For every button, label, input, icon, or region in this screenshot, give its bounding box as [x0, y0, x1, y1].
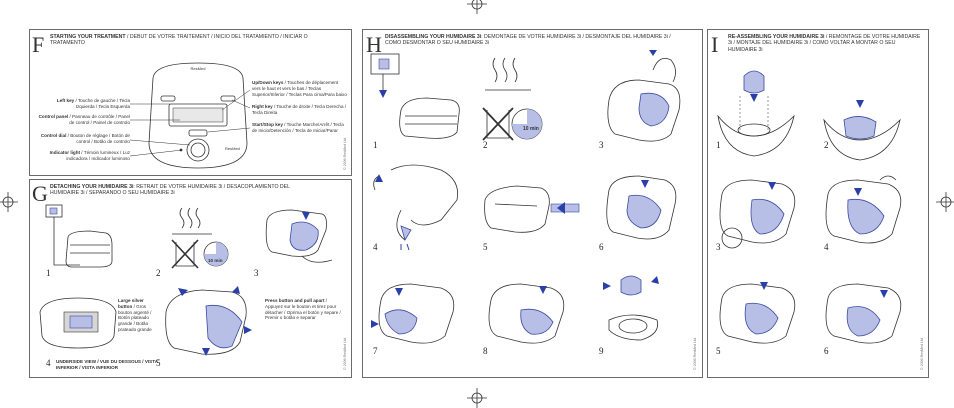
step-number: 1: [373, 140, 378, 150]
step-illustration-close-lid: [719, 282, 796, 344]
label-left-key: Left key / Touche de gauche / Tecla Izqu…: [56, 98, 130, 109]
step-illustration-remove: [265, 209, 333, 263]
step-number: 1: [716, 140, 721, 150]
label-large-silver-button: Large silver button / Gros bouton argent…: [118, 298, 152, 332]
step-number: 3: [599, 140, 604, 150]
step-number: 6: [824, 346, 829, 356]
label-control-panel: Control panel / Panneau de contrôle / Pa…: [38, 114, 130, 125]
step-number: 5: [156, 358, 161, 368]
step-illustration-components: [603, 275, 659, 341]
step-number: 6: [599, 242, 604, 252]
panel-letter: F: [32, 32, 45, 57]
copyright-side-text: © 2006 ResMed Ltd.: [343, 336, 347, 370]
step-illustration-insert-chamber: [719, 179, 796, 249]
step-number: 4: [373, 242, 378, 252]
label-press-button-pull-apart: Press button and pull apart / Appuyez su…: [265, 298, 341, 321]
step-illustration-empty-water: [373, 164, 459, 251]
panel-f: F STARTING YOUR TREATMENT / DEBUT DE VOT…: [29, 29, 352, 176]
registration-mark-bottom: [467, 388, 487, 408]
panel-letter: G: [32, 181, 48, 206]
device-brand: ResMed: [225, 146, 240, 151]
step-illustration-reattach: [825, 283, 902, 344]
step-number: 2: [483, 140, 488, 150]
registration-mark-left: [0, 192, 18, 212]
label-indicator-light: Indicator light / Témoin lumineux / Luz …: [49, 150, 130, 161]
step-illustration-heat-warning: [482, 57, 543, 141]
leader-lines: [129, 89, 251, 157]
label-up-down-keys: Up/Down keys / Touches de déplacement ve…: [252, 80, 347, 97]
step-number: 7: [373, 346, 378, 356]
panel-header: STARTING YOUR TREATMENT / DEBUT DE VOTRE…: [50, 34, 308, 47]
timer-label: 10 min: [523, 126, 539, 132]
step-number: 2: [824, 140, 829, 150]
step-illustration-heat-warning: [171, 207, 229, 269]
panel-letter: H: [366, 32, 382, 57]
step-illustration-seal-fitted: [823, 100, 901, 161]
step-number: 9: [599, 346, 604, 356]
timer-label: 10 min: [208, 258, 223, 263]
step-illustration-pull-tray: [488, 283, 565, 344]
device-brand: ResMed: [191, 66, 206, 71]
copyright-side-text: © 2006 ResMed Ltd.: [343, 136, 347, 170]
panel-i: I RE-ASSEMBLING YOUR HUMIDAIRE 3i / REMO…: [707, 29, 929, 378]
step-illustration-separate-lid: [371, 283, 455, 344]
step-illustration-lift-lid: [606, 175, 677, 240]
step-illustration-attach-tube: [825, 175, 902, 244]
panel-letter: I: [711, 32, 719, 57]
label-right-key: Right key / Touche de droite / Tecla Der…: [252, 104, 347, 115]
step-illustration-press-pull: [165, 286, 252, 356]
step-number: 2: [156, 268, 161, 278]
panel-header: DETACHING YOUR HUMIDAIRE 3i: RETRAIT DE …: [50, 184, 290, 197]
step-number: 5: [483, 242, 488, 252]
step-illustration-underside: [39, 297, 117, 349]
copyright-side-text: © 2006 ResMed Ltd.: [920, 336, 924, 370]
step-number: 1: [46, 268, 51, 278]
step-number: 3: [716, 242, 721, 252]
step-number: 4: [824, 242, 829, 252]
step-illustration-remove-chamber: [607, 50, 681, 142]
step-illustration-unplug: [370, 53, 460, 139]
panel-header: DISASSEMBLING YOUR HUMIDAIRE 3i: DEMONTA…: [385, 34, 671, 47]
label-start-stop-key: Start/Stop key / Touche Marche/Arrêt / T…: [252, 122, 344, 133]
label-control-dial: Control dial / Bouton de réglage / Botón…: [40, 133, 130, 144]
step-number: 3: [254, 268, 259, 278]
step-illustration-unplug: [45, 204, 113, 268]
device-control-panel-illustration: ResMed ResMed: [148, 62, 248, 169]
panel-g: G DETACHING YOUR HUMIDAIRE 3i: RETRAIT D…: [29, 179, 352, 378]
copyright-side-text: © 2006 ResMed Ltd.: [693, 336, 697, 370]
panel-header: RE-ASSEMBLING YOUR HUMIDAIRE 3i / REMONT…: [728, 34, 921, 53]
step-illustration-tube: [484, 185, 580, 233]
registration-mark-top: [467, 0, 487, 14]
step-illustration-fit-seal: [717, 70, 795, 157]
registration-mark-right: [936, 192, 954, 212]
panel-h: H DISASSEMBLING YOUR HUMIDAIRE 3i: DEMON…: [362, 29, 703, 378]
step-number: 4: [46, 358, 51, 368]
step-number: 5: [716, 346, 721, 356]
label-underside-view: UNDERSIDE VIEW / VUE DU DESSOUS / VISTA …: [56, 359, 158, 370]
step-number: 8: [483, 346, 488, 356]
